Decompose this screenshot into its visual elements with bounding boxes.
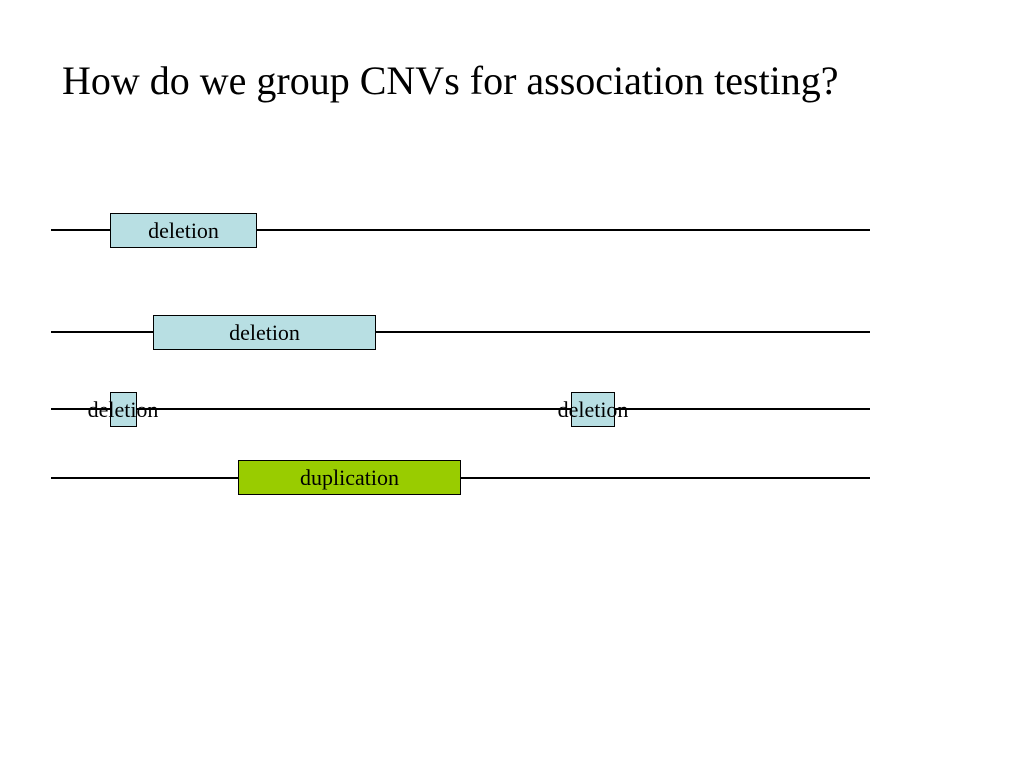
genome-track-1 [51,229,870,231]
genome-track-3 [51,408,870,410]
deletion-label-row1: deletion [148,218,219,243]
deletion-segment-row3-left [110,392,137,427]
deletion-segment-row2 [153,315,376,350]
deletion-label-row2: deletion [229,320,300,345]
slide-title: How do we group CNVs for association tes… [62,58,839,103]
deletion-label-row3-left: deletion [87,397,159,422]
deletion-segment-row3-right [571,392,615,427]
deletion-label-row3-right: deletion [557,397,629,422]
deletion-segment-row1 [110,213,257,248]
duplication-label-row4: duplication [300,465,399,490]
duplication-segment-row4 [238,460,461,495]
genome-track-2 [51,331,870,333]
